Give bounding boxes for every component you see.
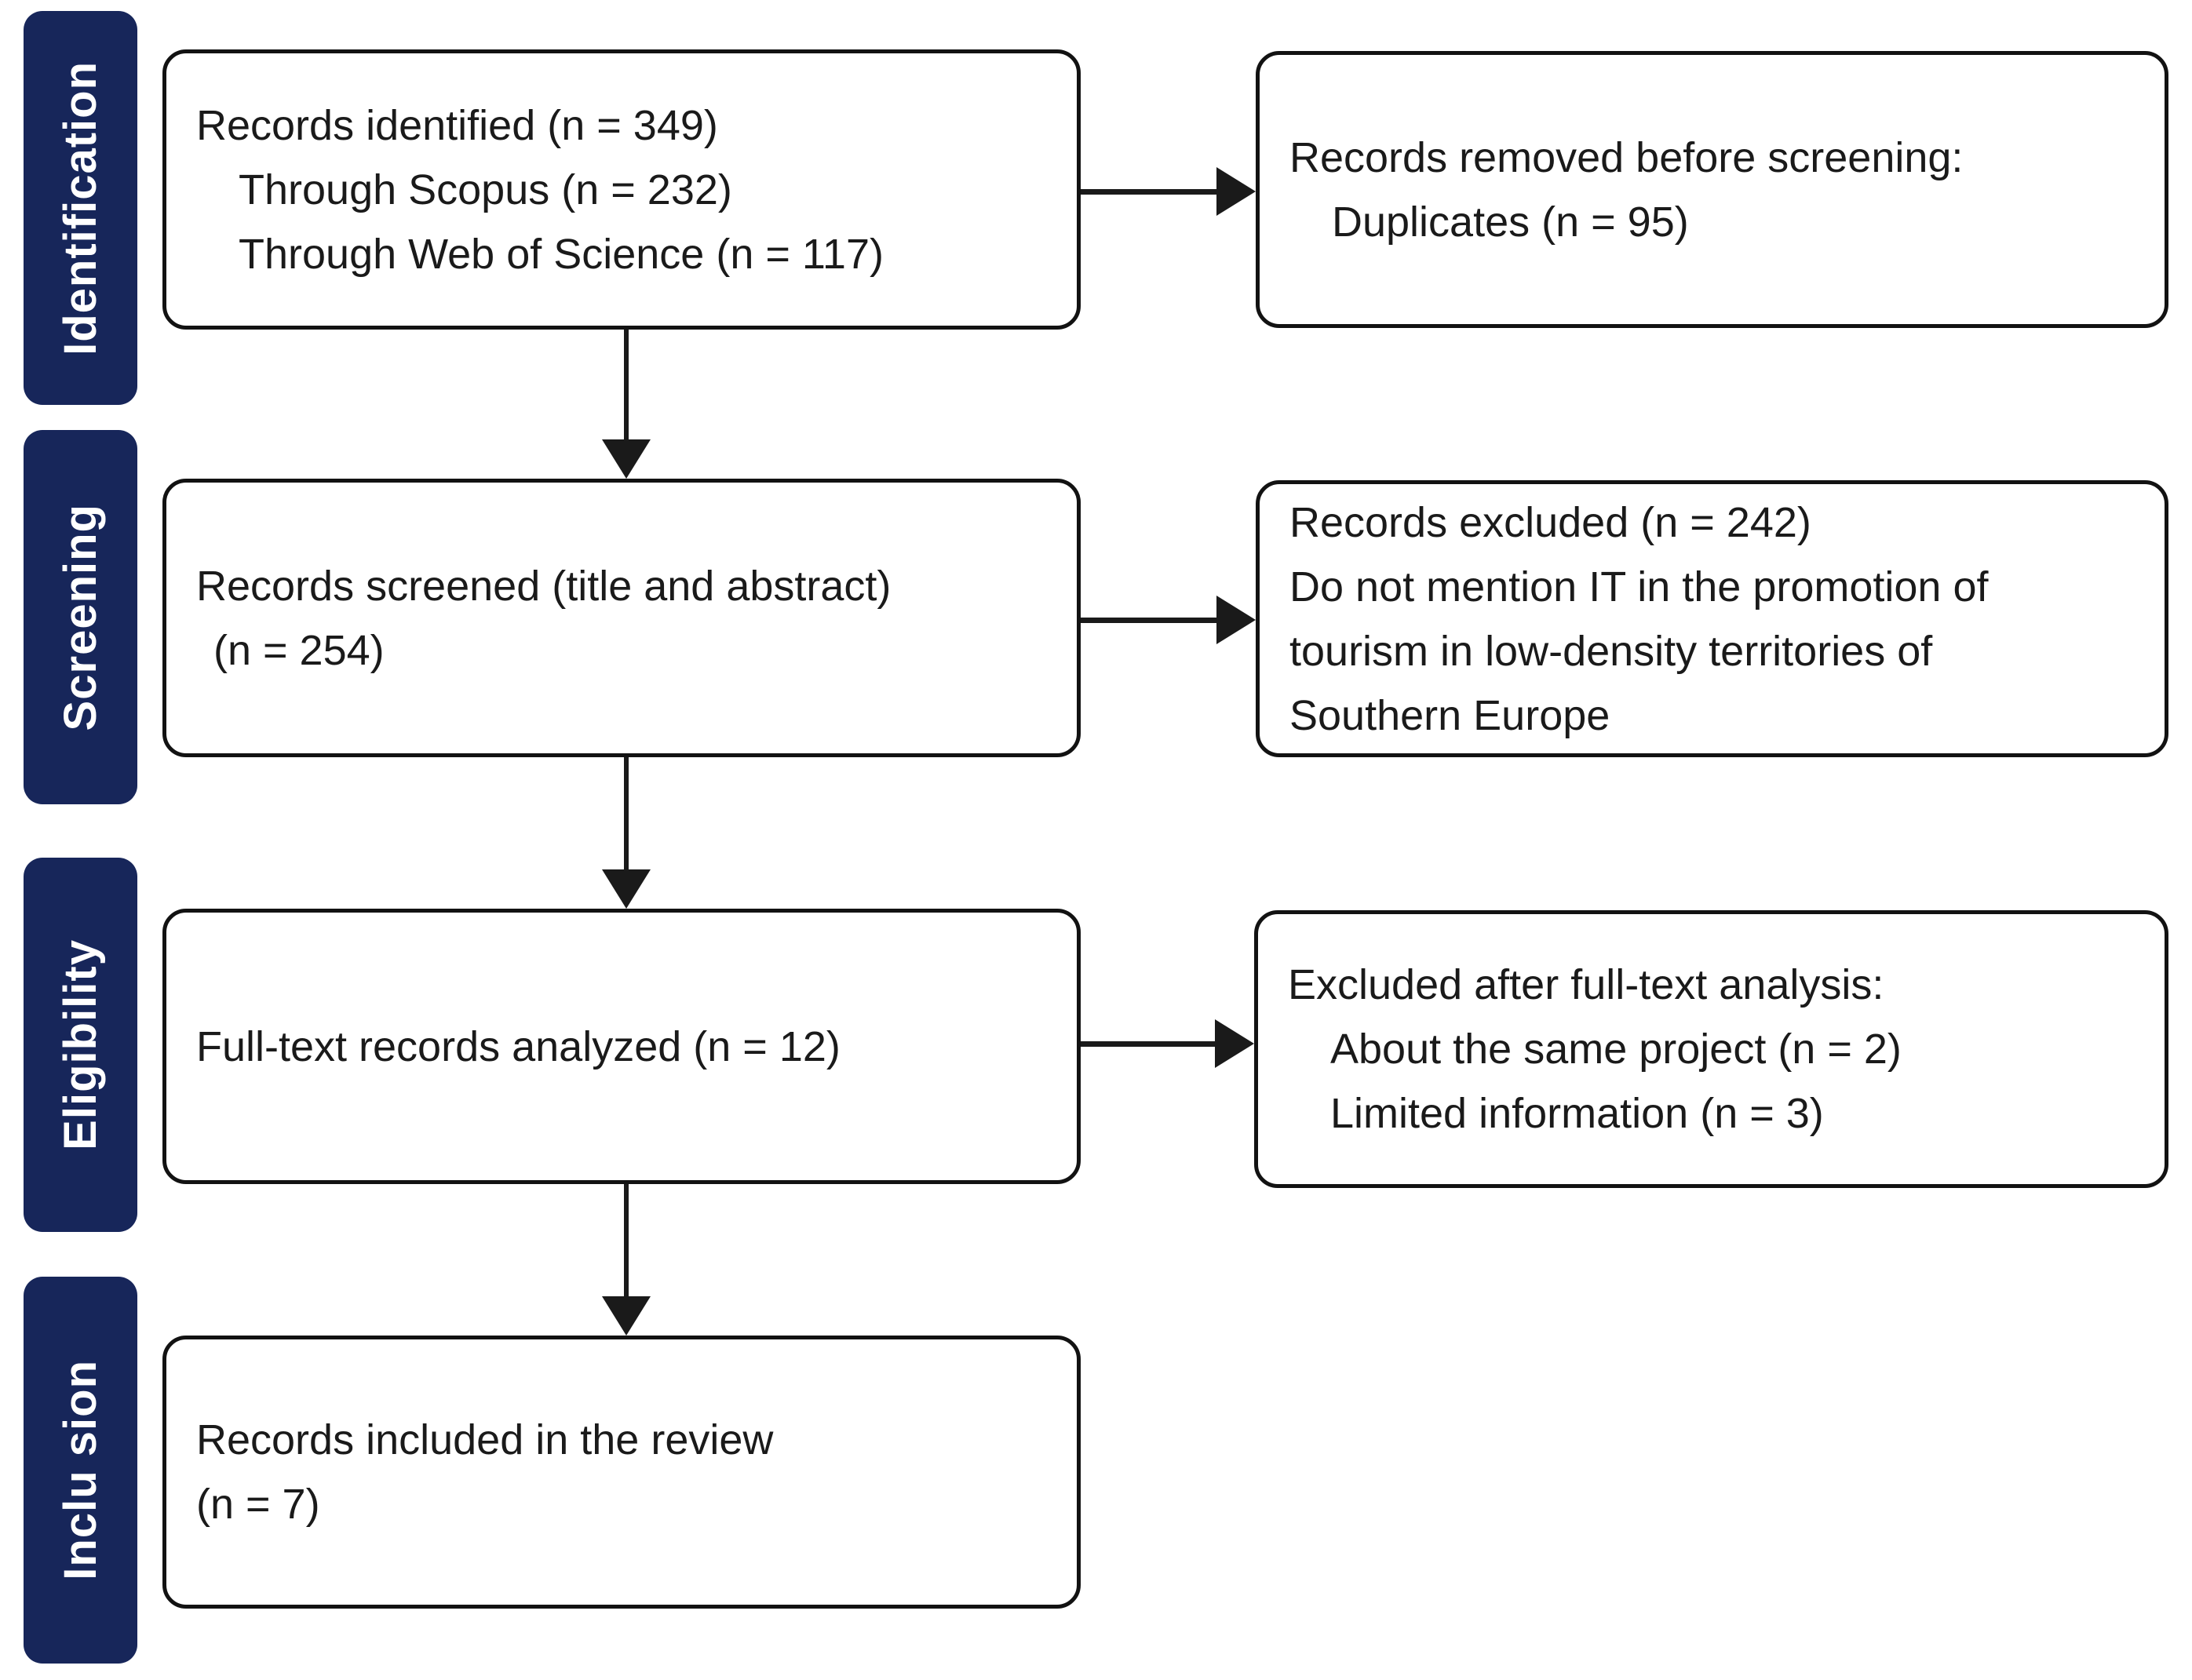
text-line: Through Web of Science (n = 117) bbox=[239, 230, 884, 278]
text-line: Records removed before screening: bbox=[1289, 133, 1964, 181]
arrow-head-right-icon bbox=[1216, 167, 1256, 216]
text-line: Records identified (n = 349) bbox=[196, 101, 718, 149]
box-records-removed: Records removed before screening: Duplica… bbox=[1256, 51, 2168, 328]
text-line: Full-text records analyzed (n = 12) bbox=[196, 1022, 841, 1070]
box-records-excluded: Records excluded (n = 242) Do not mention… bbox=[1256, 480, 2168, 757]
box-fulltext-analyzed: Full-text records analyzed (n = 12) bbox=[162, 909, 1081, 1184]
stage-tab-identification: Identification bbox=[24, 11, 137, 405]
arrow-line bbox=[624, 757, 629, 873]
box-records-screened: Records screened (title and abstract) (n … bbox=[162, 479, 1081, 757]
box-excluded-fulltext: Excluded after full-text analysis: About … bbox=[1254, 910, 2168, 1188]
text-line: Duplicates (n = 95) bbox=[1332, 198, 1689, 246]
arrow-line bbox=[1081, 618, 1222, 623]
text-line: About the same project (n = 2) bbox=[1330, 1026, 1902, 1073]
text-line: Through Scopus (n = 232) bbox=[239, 166, 732, 213]
text-line: (n = 7) bbox=[196, 1481, 320, 1528]
arrow-line bbox=[624, 1184, 629, 1299]
arrow-head-down-icon bbox=[602, 439, 651, 479]
arrow-head-right-icon bbox=[1216, 596, 1256, 644]
arrow-line bbox=[624, 330, 629, 444]
stage-tab-screening: Screening bbox=[24, 430, 137, 804]
text-line: Limited information (n = 3) bbox=[1330, 1090, 1824, 1137]
stage-tab-label: Inclu sion bbox=[55, 1360, 106, 1580]
text-line: Records excluded (n = 242) bbox=[1289, 498, 1811, 546]
arrow-line bbox=[1081, 189, 1222, 195]
text-line: Records screened (title and abstract) bbox=[196, 562, 892, 610]
arrow-head-down-icon bbox=[602, 1296, 651, 1336]
box-records-included: Records included in the review (n = 7) bbox=[162, 1336, 1081, 1609]
text-line: (n = 254) bbox=[213, 626, 385, 674]
text-line: Do not mention IT in the promotion of bbox=[1289, 563, 1989, 610]
box-records-identified: Records identified (n = 349) Through Scop… bbox=[162, 49, 1081, 330]
stage-tab-label: Identification bbox=[55, 60, 106, 355]
stage-tab-label: Screening bbox=[55, 503, 106, 731]
text-line: Records included in the review bbox=[196, 1416, 774, 1463]
text-line: Southern Europe bbox=[1289, 691, 1610, 739]
text-line: Excluded after full-text analysis: bbox=[1288, 961, 1884, 1008]
arrow-line bbox=[1081, 1041, 1220, 1047]
stage-tab-label: Eligibility bbox=[55, 939, 106, 1150]
stage-tab-inclusion: Inclu sion bbox=[24, 1277, 137, 1664]
arrow-head-right-icon bbox=[1215, 1019, 1254, 1068]
stage-tab-eligibility: Eligibility bbox=[24, 858, 137, 1232]
text-line: tourism in low-density territories of bbox=[1289, 627, 1933, 675]
arrow-head-down-icon bbox=[602, 869, 651, 909]
